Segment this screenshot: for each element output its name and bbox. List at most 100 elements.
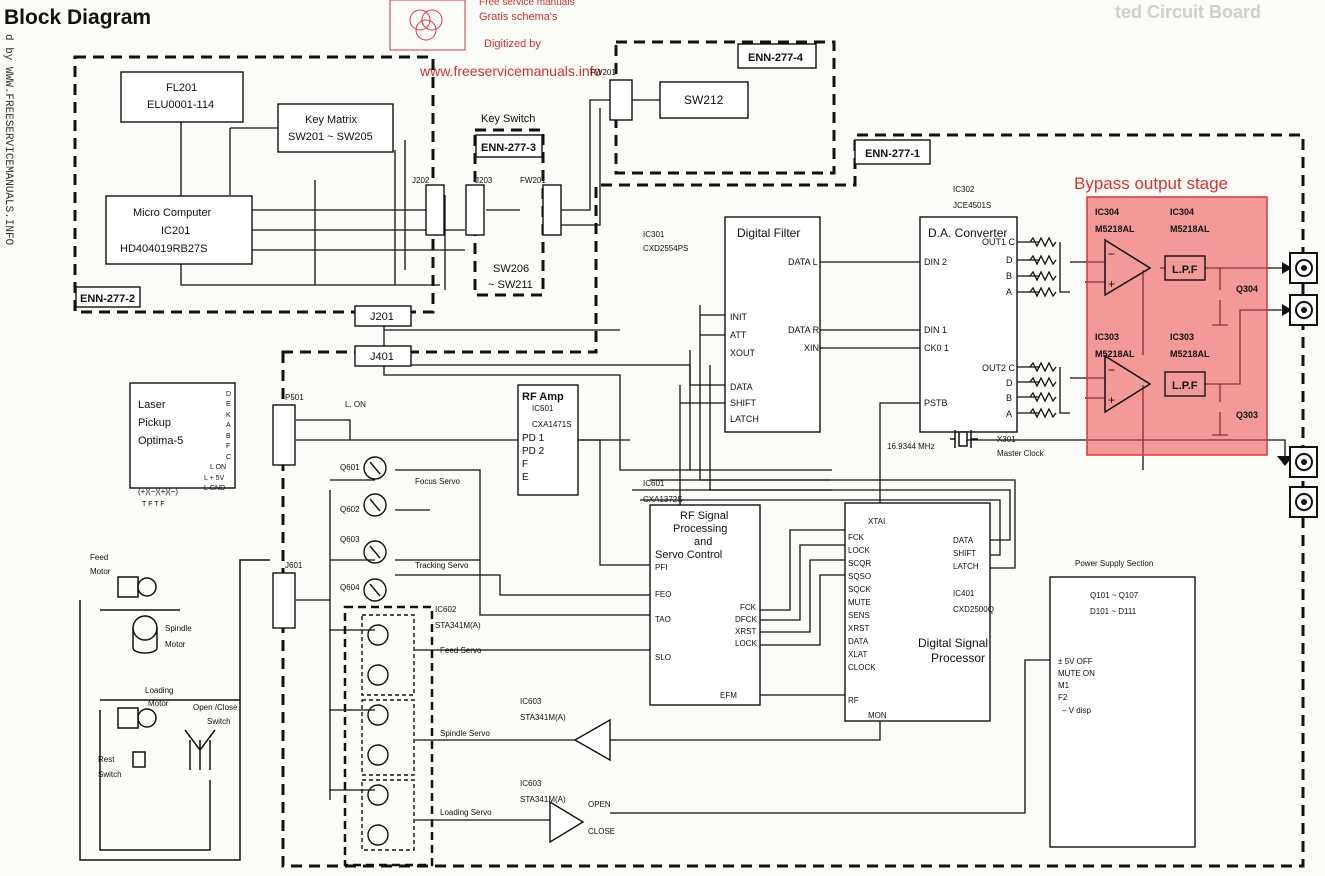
feed-servo-label: Feed Servo	[440, 646, 482, 655]
rfamp-part: CXA1471S	[532, 420, 572, 429]
crystal-name: Master Clock	[997, 449, 1045, 458]
laser-pins: D E K A B F C L ON L + 5V L GND	[204, 391, 231, 492]
psu-l4: F2	[1058, 693, 1068, 702]
laser-pin-7: L ON	[210, 464, 226, 471]
dfilter-pin-data: DATA	[730, 382, 753, 392]
ic304-part-2: M5218AL	[1170, 224, 1210, 234]
dac-out1-a: A	[1006, 287, 1012, 297]
openclose-l2: Switch	[207, 717, 231, 726]
dsp-pin-3: SCQR	[848, 559, 871, 568]
dac-out1-d: D	[1006, 255, 1013, 265]
rest-switch-l2: Switch	[98, 770, 122, 779]
dfilter-ic: IC301	[643, 230, 665, 239]
ic602-transistors	[367, 624, 389, 846]
da-converter-block	[919, 216, 1018, 433]
ic304-label: IC304	[1095, 207, 1119, 217]
ic303-label-2: IC303	[1170, 332, 1194, 342]
dsp-pin-8: XRST	[848, 624, 869, 633]
board-3-label: ENN-277-3	[481, 142, 536, 154]
connector-j201	[354, 305, 412, 327]
dfilter-pin-latch: LATCH	[730, 414, 759, 424]
dsp-pin-0: XTAI	[868, 517, 885, 526]
servo-transistors	[363, 456, 387, 602]
loading-driver	[549, 800, 585, 844]
dac-out2-d: D	[1006, 378, 1013, 388]
open-label: OPEN	[588, 800, 611, 809]
dsp-pin-11: CLOCK	[848, 663, 876, 672]
rfsp-l1: RF Signal	[680, 510, 728, 522]
dac-out2-a: A	[1006, 409, 1012, 419]
connector-j601	[272, 572, 296, 629]
mechanics	[79, 559, 270, 861]
resistor-network	[1029, 236, 1057, 419]
rfamp-pin-1: PD 2	[522, 446, 545, 457]
laser-pin-3: A	[226, 422, 231, 429]
dsp-pin-5: SQCK	[848, 585, 871, 594]
lpf-ic303	[1164, 371, 1206, 397]
dsp-pin-2: LOCK	[848, 546, 870, 555]
opamp-ic304-minus: −	[1108, 247, 1115, 261]
board-1-label-box	[854, 139, 931, 165]
laser-pin-2: K	[226, 412, 231, 419]
rfsp-pin-pfi: PFI	[655, 563, 667, 572]
dsp-pin-12: RF	[848, 696, 859, 705]
watermark-line3: Digitized by	[484, 38, 541, 50]
dfilter-pin-shift: SHIFT	[730, 398, 757, 408]
connector-fw201	[542, 184, 562, 236]
dac-pin-pstb: PSTB	[924, 398, 948, 408]
dac-title: D.A. Converter	[928, 226, 1007, 240]
laser-pickup-block	[129, 382, 236, 489]
connector-j401	[354, 345, 412, 367]
p501-label: P501	[285, 393, 304, 402]
dsp-pin-13: MON	[868, 711, 887, 720]
rfsp-l3: and	[694, 536, 712, 548]
laser-pin-5: F	[226, 443, 230, 450]
dsp-l1: Digital Signal	[918, 636, 988, 650]
opamp-ic304	[1104, 238, 1152, 297]
ic602-outline	[343, 605, 434, 867]
dfilter-pin-datal: DATA L	[788, 257, 818, 267]
psu-title: Power Supply Section	[1075, 559, 1153, 568]
dsp-pin-r-latch: LATCH	[953, 562, 979, 571]
rf-amp-block	[517, 384, 579, 496]
tracking-servo-label: Tracking Servo	[415, 561, 469, 570]
rfamp-title: RF Amp	[522, 391, 564, 403]
close-label: CLOSE	[588, 827, 615, 836]
ic303-part: M5218AL	[1095, 349, 1135, 359]
crystal-ref: X301	[997, 435, 1016, 444]
dac-part: JCE4501S	[953, 201, 991, 210]
dac-pin-ck01: CK0 1	[924, 343, 949, 353]
laser-pin-9: L GND	[204, 485, 225, 492]
ic603b-part: STA341M(A)	[520, 795, 566, 804]
page-title: Block Diagram	[4, 6, 151, 29]
watermark-url: www.freeservicemanuals.info	[419, 63, 602, 79]
highlight-label: Bypass output stage	[1074, 174, 1228, 193]
q601-label: Q601	[340, 463, 360, 472]
dsp-pin-9: DATA	[848, 637, 869, 646]
micro-l3: HD404019RB27S	[120, 243, 207, 255]
dsp-pin-r-shift: SHIFT	[953, 549, 976, 558]
ic602-cells	[361, 614, 415, 851]
rfsp-pin-tao: TAO	[655, 615, 671, 624]
watermark-logo	[389, 0, 466, 51]
psu-l1: ± 5V OFF	[1058, 657, 1093, 666]
rfsp-pin-xrst: XRST	[735, 627, 756, 636]
digital-filter-block	[724, 216, 821, 433]
rfsp-part: CXA1372S	[643, 495, 683, 504]
laser-pin-6: C	[226, 454, 231, 461]
dac-out1-b: B	[1006, 271, 1012, 281]
board-4-label: ENN-277-4	[748, 52, 804, 64]
spindle-motor-l1: Spindle	[165, 624, 192, 633]
q604-label: Q604	[340, 583, 360, 592]
ic303-label: IC303	[1095, 332, 1119, 342]
feed-motor-l2: Motor	[90, 567, 111, 576]
key-matrix-block	[277, 103, 394, 153]
lpf-ic304-label: L.P.F	[1172, 264, 1198, 276]
ic304-part: M5218AL	[1095, 224, 1135, 234]
ic603b-label: IC603	[520, 779, 542, 788]
rfsp-l4: Servo Control	[655, 549, 722, 561]
dsp-ic: IC401	[953, 589, 975, 598]
ic603a-label: IC603	[520, 697, 542, 706]
rfamp-ic: IC501	[532, 404, 554, 413]
